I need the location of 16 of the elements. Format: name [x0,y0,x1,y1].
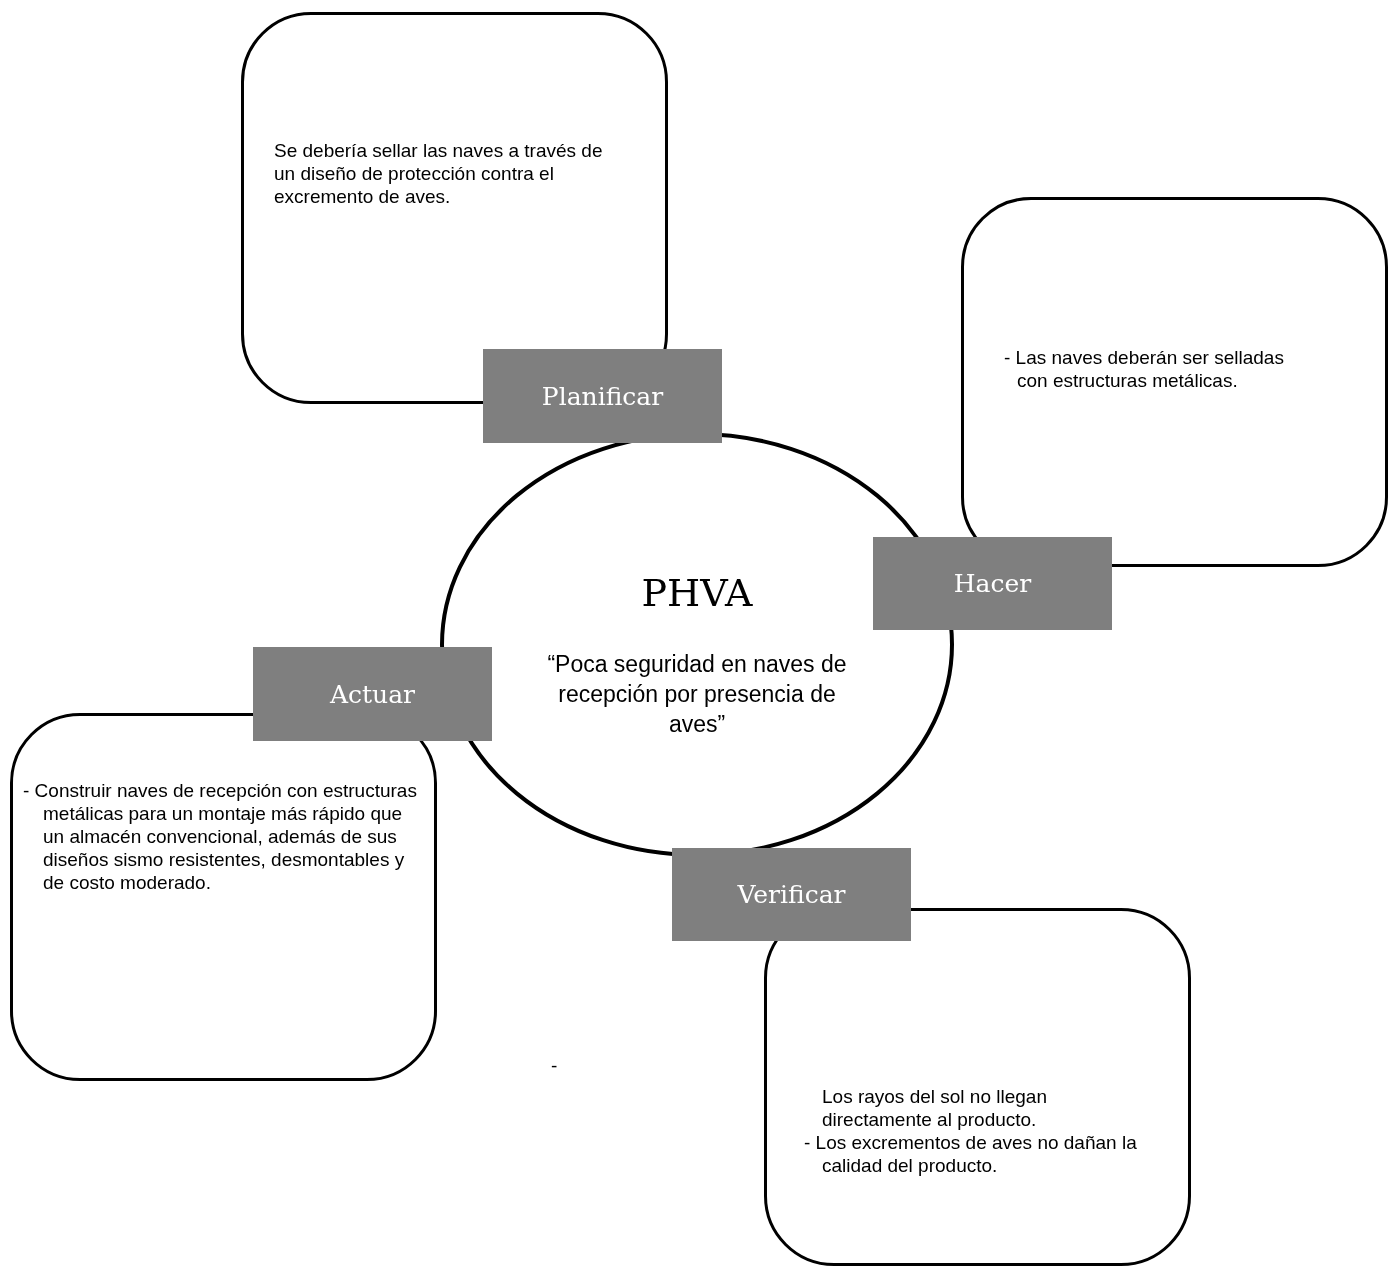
note-text: Los rayos del sol no llegan directamente al producto. [822,1085,1048,1131]
rounded-box [10,713,437,1081]
stage-label: Planificar [483,349,722,443]
center-text: “Poca seguridad en naves de recepción por presencia de aves” [546,650,848,739]
stage-label: Hacer [873,537,1112,630]
rounded-box [961,197,1388,567]
stage-label: Actuar [253,647,492,741]
note-text: - Construir naves de recepción con estructuras metálicas para un montaje más rápido que un almacén convencional, además de sus diseños sismo resistentes, desmontables y de costo moderado. [23,779,418,894]
dash-mark: - [551,1055,558,1077]
center-title: PHVA [640,571,754,615]
stage-label: Verificar [672,848,911,941]
rounded-box [241,12,668,404]
note-text: Se debería sellar las naves a través de un diseño de protección contra el excremento de aves. [274,139,604,208]
note-text: - Los excrementos de aves no dañan la calidad del producto. [804,1131,1138,1177]
rounded-box [764,908,1191,1266]
note-text: - Las naves deberán ser selladas con estructuras metálicas. [1004,346,1285,392]
